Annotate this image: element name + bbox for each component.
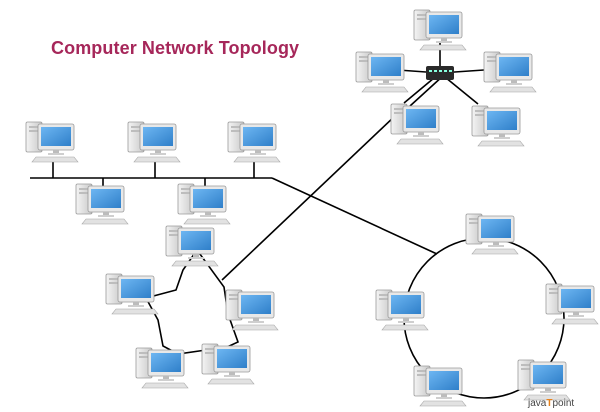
pentagram-computer-top-icon [162,222,226,268]
ring-computer-right-icon [542,280,600,326]
pentagram-to-switch-link [221,114,397,281]
bus-computer-2-icon [124,118,188,164]
brand-logo: javaTpoint [528,398,574,409]
star-computer-right-icon [480,48,544,94]
bus-computer-4-icon [72,180,136,226]
network-switch-icon [426,66,454,80]
bus-computer-1-icon [22,118,86,164]
ring-computer-left-icon [372,286,436,332]
star-computer-bottom-right-icon [468,102,532,148]
ring-computer-top-icon [462,210,526,256]
brand-prefix: java [528,398,547,409]
pentagram-computer-right-icon [222,286,286,332]
bus-computer-5-icon [174,180,238,226]
star-computer-top-icon [410,6,474,52]
star-spoke-4b [409,74,445,107]
diagram-title: Computer Network Topology [51,38,300,58]
star-computer-left-icon [352,48,416,94]
pentagram-computer-left-icon [102,270,166,316]
pentagram-computer-bottom-right-icon [198,340,262,386]
ring-computer-bottom-left-icon [410,362,474,408]
bus-computer-3-icon [224,118,288,164]
brand-suffix: point [552,398,575,409]
bus-to-ring-link [271,177,438,255]
pentagram-computer-bottom-left-icon [132,344,196,390]
ring-computer-bottom-right-icon [514,356,578,402]
star-computer-bottom-left-icon [387,100,451,146]
brand-mark: T [546,398,553,409]
